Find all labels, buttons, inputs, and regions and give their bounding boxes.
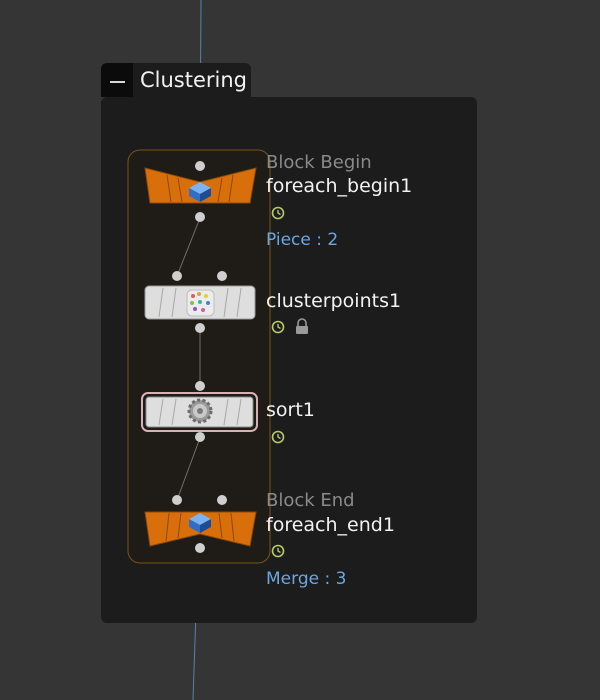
node-foreach-end1[interactable] <box>144 495 257 553</box>
wire <box>176 437 201 501</box>
node-stripe <box>217 177 223 203</box>
output-connector[interactable] <box>195 432 205 442</box>
input-connector[interactable] <box>217 271 227 281</box>
input-connector[interactable] <box>195 161 205 171</box>
node-stripe <box>171 398 177 426</box>
node-stripe <box>223 287 229 318</box>
blue-block-icon <box>189 513 211 533</box>
network-box-title[interactable]: Clustering <box>140 68 248 92</box>
node-stripe <box>177 177 183 203</box>
node-stripe <box>236 287 242 318</box>
minus-icon <box>110 81 125 83</box>
node-type-label: Block End <box>266 490 355 511</box>
output-connector[interactable] <box>195 212 205 222</box>
output-connector[interactable] <box>195 543 205 553</box>
input-connector[interactable] <box>172 271 182 281</box>
node-stripe <box>165 512 170 542</box>
wire <box>176 217 201 277</box>
output-connector[interactable] <box>195 323 205 333</box>
input-connector[interactable] <box>172 495 182 505</box>
gear-icon <box>187 398 213 424</box>
block-outline <box>127 149 271 564</box>
node-stripe <box>158 398 164 426</box>
scatter-dots-icon <box>186 289 215 317</box>
clock-icon <box>271 544 285 558</box>
node-type-label: Block Begin <box>266 152 372 173</box>
node-stripe <box>158 287 164 318</box>
node-info-label: Merge : 3 <box>266 569 347 589</box>
node-stripe <box>236 398 242 426</box>
node-clusterpoints1[interactable] <box>144 271 256 333</box>
node-stripe <box>223 398 229 426</box>
node-name-label[interactable]: clusterpoints1 <box>266 290 402 312</box>
node-sort1[interactable] <box>141 381 258 442</box>
clock-icon <box>271 430 285 444</box>
node-name-label[interactable]: foreach_begin1 <box>266 175 413 197</box>
node-stripe <box>177 512 182 539</box>
node-name-label[interactable]: foreach_end1 <box>266 514 395 536</box>
node-stripe <box>171 287 177 318</box>
clock-icon <box>271 320 285 334</box>
input-connector[interactable] <box>195 381 205 391</box>
collapse-button[interactable] <box>101 63 133 97</box>
node-stripe <box>218 512 223 539</box>
node-stripe <box>228 174 234 203</box>
clock-icon <box>271 206 285 220</box>
node-foreach-begin1[interactable] <box>144 161 257 222</box>
node-info-label: Piece : 2 <box>266 230 339 250</box>
node-name-label[interactable]: sort1 <box>266 399 315 421</box>
lock-icon <box>296 318 308 334</box>
input-connector[interactable] <box>217 495 227 505</box>
blue-block-icon <box>189 182 211 202</box>
node-stripe <box>230 512 235 542</box>
node-stripe <box>166 174 172 203</box>
selection-outline <box>141 392 258 432</box>
